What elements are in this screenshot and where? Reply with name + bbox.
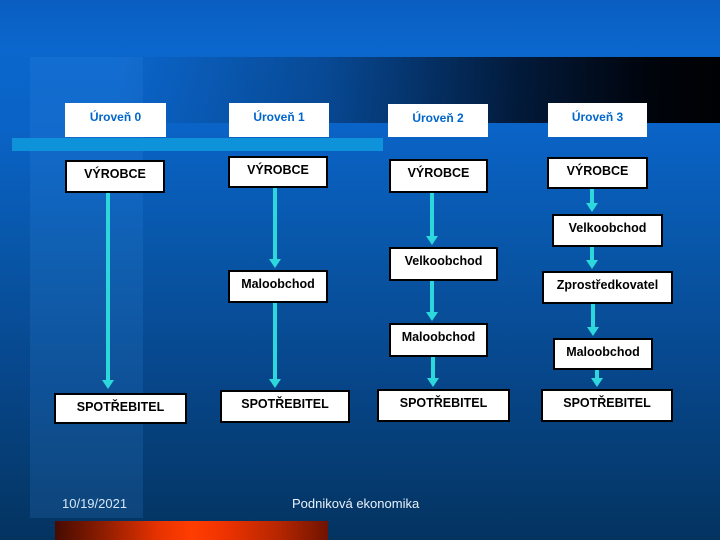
arrow-shaft-level3-c [591,304,595,327]
node-maloobchod-level1: Maloobchod [228,270,328,303]
node-zprostredkovatel-level3: Zprostředkovatel [542,271,673,304]
node-maloobchod-level3: Maloobchod [553,338,653,370]
arrow-shaft-level1-a [273,188,277,259]
arrow-head-level3-c [587,327,599,336]
arrow-shaft-level3-b [590,247,594,260]
arrow-head-level2-b [426,312,438,321]
node-vyrobce-level3: VÝROBCE [547,157,648,189]
footer-date: 10/19/2021 [62,496,128,511]
level-header-2: Úroveň 2 [388,104,488,137]
arrow-head-level0 [102,380,114,389]
arrow-head-level3-b [586,260,598,269]
footer-course-title: Podniková ekonomika [292,496,420,511]
level-header-0: Úroveň 0 [65,103,166,137]
arrow-head-level3-d [591,378,603,387]
arrow-shaft-level0 [106,193,110,380]
arrow-shaft-level3-a [590,189,594,203]
node-spotrebitel-level2: SPOTŘEBITEL [377,389,510,422]
arrow-head-level2-a [426,236,438,245]
node-spotrebitel-level1: SPOTŘEBITEL [220,390,350,423]
node-vyrobce-level0: VÝROBCE [65,160,165,193]
arrow-shaft-level1-b [273,303,277,379]
node-vyrobce-level2: VÝROBCE [389,159,488,193]
arrow-head-level2-c [427,378,439,387]
node-maloobchod-level2: Maloobchod [389,323,488,357]
node-vyrobce-level1: VÝROBCE [228,156,328,188]
arrow-shaft-level3-d [595,370,599,378]
arrow-shaft-level2-a [430,193,434,236]
arrow-head-level1-b [269,379,281,388]
level-header-underline-bar [12,138,383,151]
node-velkoobchod-level2: Velkoobchod [389,247,498,281]
node-spotrebitel-level3: SPOTŘEBITEL [541,389,673,422]
arrow-shaft-level2-b [430,281,434,312]
arrow-head-level1-a [269,259,281,268]
arrow-shaft-level2-c [431,357,435,378]
arrow-head-level3-a [586,203,598,212]
node-velkoobchod-level3: Velkoobchod [552,214,663,247]
node-spotrebitel-level0: SPOTŘEBITEL [54,393,187,424]
level-header-3: Úroveň 3 [548,103,647,137]
red-accent-bar [55,521,328,540]
level-header-1: Úroveň 1 [229,103,329,137]
